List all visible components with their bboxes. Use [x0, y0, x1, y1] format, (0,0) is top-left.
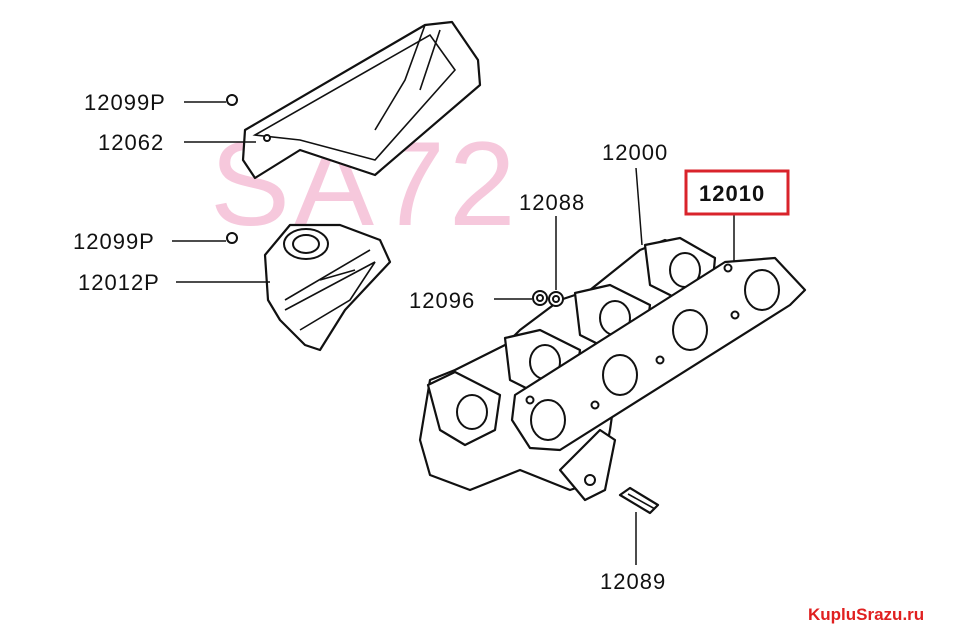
heat-shield-part	[226, 20, 482, 180]
stud-part	[618, 486, 660, 515]
part-label-12000: 12000	[602, 140, 668, 165]
highlight-box	[684, 169, 790, 216]
part-label-12088: 12088	[519, 190, 585, 215]
leader-lines	[172, 101, 735, 565]
part-label-12096: 12096	[409, 288, 475, 313]
brand-text: KupluSrazu.ru	[808, 605, 924, 624]
part-label-12099p-top: 12099P	[84, 90, 166, 115]
nut-and-washer-parts	[532, 290, 564, 307]
part-label-12012p: 12012P	[78, 270, 160, 295]
part-label-12089: 12089	[600, 569, 666, 594]
gasket-part	[510, 256, 807, 452]
part-label-12099p-mid: 12099P	[73, 229, 155, 254]
part-label-12010: 12010	[699, 181, 765, 206]
part-label-12062: 12062	[98, 130, 164, 155]
bracket-part	[226, 223, 392, 352]
